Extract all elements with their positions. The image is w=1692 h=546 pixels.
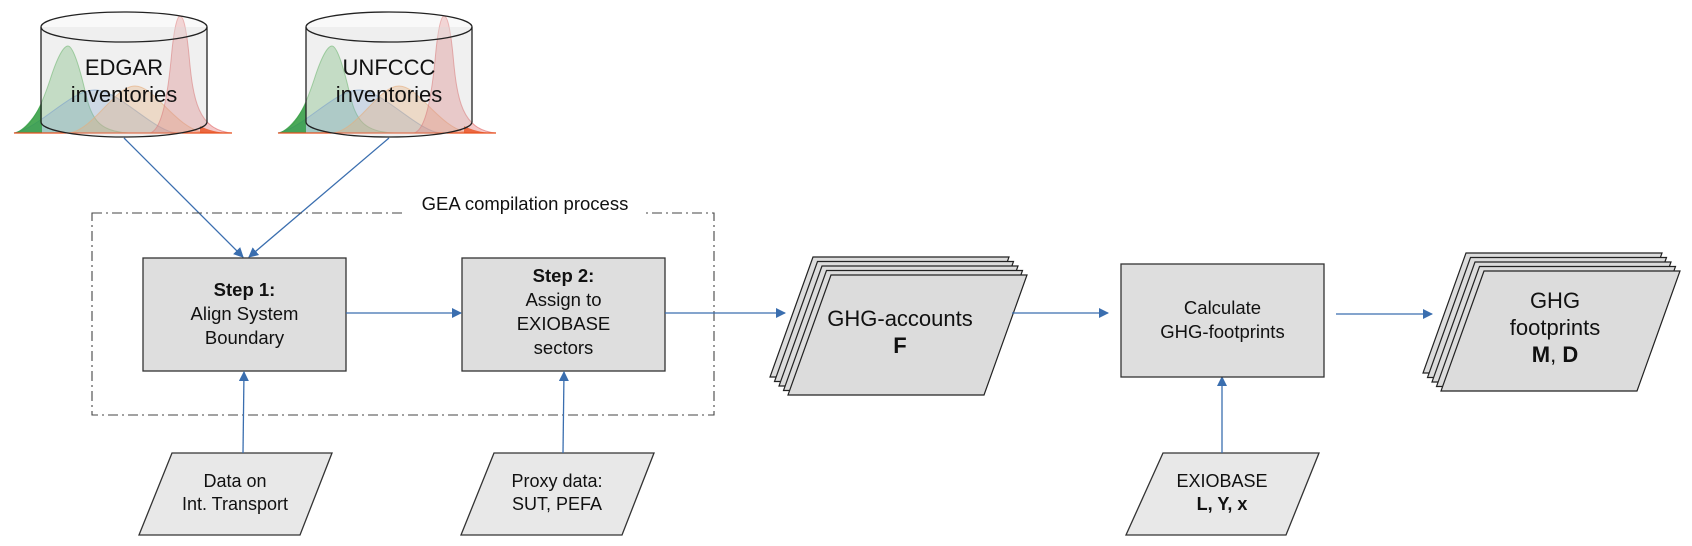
edgar-label-line2: inventories — [70, 81, 178, 107]
transport-line2: Int. Transport — [181, 494, 289, 515]
footprints-line2: footprints — [1509, 314, 1601, 340]
step1-line2: Boundary — [204, 327, 285, 349]
accounts-line2: F — [893, 332, 907, 358]
proxy-to-step2-arrow — [558, 371, 569, 454]
edgar-cylinder-top — [40, 11, 208, 43]
transport-to-step1-arrow — [238, 371, 249, 454]
edgar-label-line1: EDGAR — [84, 55, 164, 80]
edgar-database[interactable] — [13, 11, 233, 138]
group-label-bg — [405, 200, 645, 218]
calculate-label: Calculate GHG-footprints — [1121, 296, 1324, 344]
unfccc-to-step1-arrow — [248, 137, 390, 258]
transport-label: Data on Int. Transport — [155, 470, 315, 517]
unfccc-cylinder-body — [305, 27, 473, 138]
step2-line1: Assign to — [525, 289, 602, 311]
edgar-cylinder-body — [40, 27, 208, 138]
unfccc-label-line2: inventories — [335, 81, 443, 107]
proxy-line2: SUT, PEFA — [511, 494, 603, 515]
accounts-sheet — [787, 274, 1028, 396]
exiobase-line2: L, Y, x — [1196, 494, 1248, 515]
accounts-label: GHG-accounts F — [800, 306, 1000, 360]
proxy-line1: Proxy data: — [511, 471, 603, 491]
step1-label: Step 1: Align System Boundary — [143, 278, 346, 350]
transport-line1: Data on — [203, 471, 267, 491]
footprints-line1: GHG — [1529, 288, 1581, 313]
unfccc-database[interactable] — [277, 11, 497, 138]
gea-compilation-group — [91, 212, 715, 416]
ghg-footprints-stack[interactable] — [1422, 252, 1681, 392]
exiobase-input-shape[interactable] — [1124, 452, 1320, 536]
unfccc-label: UNFCCC inventories — [309, 55, 469, 109]
calculate-line2: GHG-footprints — [1160, 321, 1285, 343]
calculate-line1: Calculate — [1183, 297, 1262, 318]
footprints-line3: M, D — [1531, 341, 1579, 367]
edgar-distribution-icon — [13, 15, 233, 134]
step2-label: Step 2: Assign to EXIOBASE sectors — [462, 264, 665, 360]
step2-heading: Step 2: — [532, 265, 595, 286]
proxy-label: Proxy data: SUT, PEFA — [477, 470, 637, 517]
step2-box[interactable] — [461, 257, 666, 372]
step1-line1: Align System — [190, 303, 299, 325]
proxy-input-shape[interactable] — [460, 452, 655, 536]
footprints-label: GHG footprints M, D — [1455, 288, 1655, 368]
unfccc-distribution-icon — [277, 15, 497, 134]
ghg-accounts-stack[interactable] — [769, 256, 1028, 396]
step1-box[interactable] — [142, 257, 347, 372]
group-label: GEA compilation process — [421, 193, 629, 214]
calculate-box[interactable] — [1120, 263, 1325, 378]
step1-heading: Step 1: — [213, 279, 276, 300]
step2-line2: EXIOBASE — [516, 313, 611, 335]
footprints-sheet — [1440, 270, 1681, 392]
unfccc-label-line1: UNFCCC — [342, 55, 436, 80]
unfccc-cylinder-top — [305, 11, 473, 43]
edgar-label: EDGAR inventories — [44, 55, 204, 109]
edgar-to-step1-arrow — [123, 137, 244, 258]
exiobase-label: EXIOBASE L, Y, x — [1142, 470, 1302, 517]
accounts-line1: GHG-accounts — [827, 306, 973, 331]
exiobase-line1: EXIOBASE — [1176, 471, 1268, 491]
transport-input-shape[interactable] — [138, 452, 333, 536]
step2-line3: sectors — [533, 337, 594, 359]
